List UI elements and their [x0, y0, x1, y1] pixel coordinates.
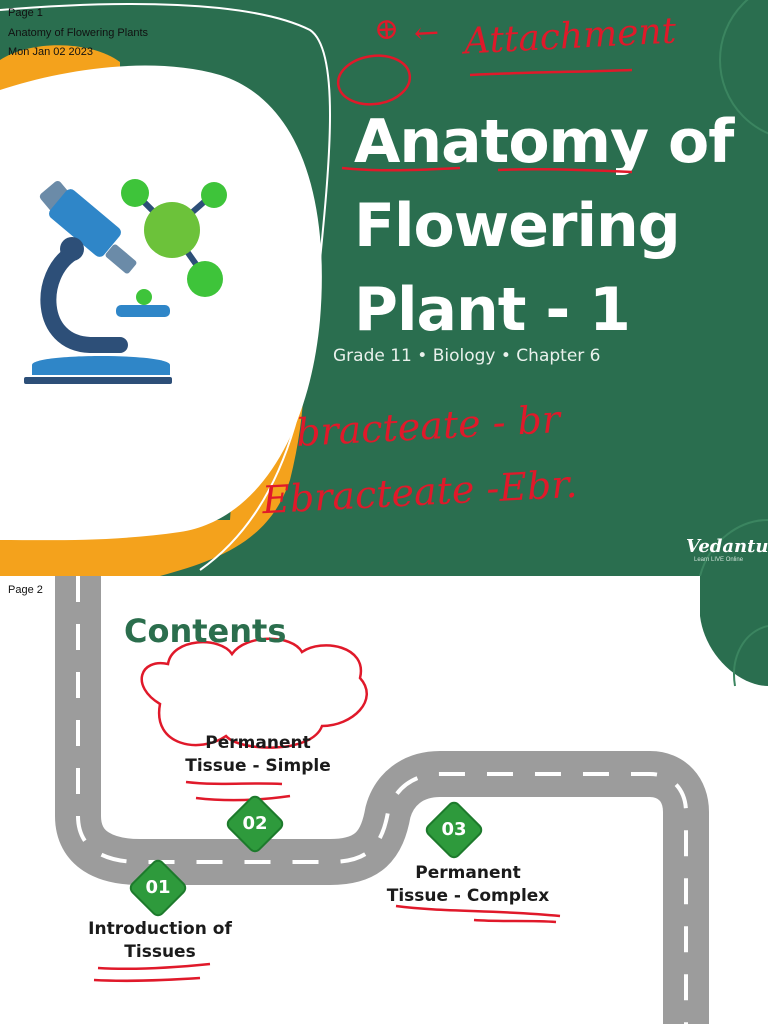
- slide-subtitle: Grade 11 • Biology • Chapter 6: [333, 346, 601, 366]
- vedantu-tagline: Learn LIVE Online: [694, 557, 744, 563]
- milestone-number: 01: [145, 877, 171, 898]
- page-label: Page 1: [8, 7, 43, 19]
- document-date: Mon Jan 02 2023: [8, 46, 94, 58]
- milestone-label-line: Tissues: [124, 942, 196, 962]
- slide-title: Anatomy of Flowering Plant - 1 Grade 11 …: [0, 0, 768, 576]
- title-line: Flowering: [354, 191, 681, 261]
- milestone-label-line: Introduction of: [88, 919, 232, 939]
- title-line: Plant - 1: [354, 275, 631, 345]
- microscope-icon: [24, 180, 172, 384]
- molecule-icon: [121, 179, 227, 297]
- roadmap-graphic: [55, 576, 768, 1024]
- contents-title: Contents: [124, 612, 287, 650]
- milestone-label-line: Tissue - Complex: [386, 886, 550, 906]
- milestone-number: 03: [441, 819, 467, 840]
- page-label: Page 2: [8, 584, 43, 596]
- milestone-label: Permanent Tissue - Complex: [376, 862, 560, 908]
- slide-background: [0, 0, 768, 576]
- handwritten-underlines: [336, 54, 633, 174]
- milestone-label: Introduction of Tissues: [80, 918, 240, 964]
- milestone-number: 02: [242, 813, 268, 834]
- milestone-label-line: Tissue - Simple: [185, 756, 331, 776]
- slide-title-text: Anatomy of Flowering Plant - 1: [354, 100, 734, 352]
- slide-contents: Contents 01 02 03 Introduction of Tissue…: [0, 576, 768, 1024]
- vedantu-logo: Vedantu: [686, 536, 768, 557]
- milestone-label-line: Permanent: [205, 733, 311, 753]
- milestone-label: Permanent Tissue - Simple: [168, 732, 348, 778]
- milestone-label-line: Permanent: [415, 863, 521, 883]
- document-name: Anatomy of Flowering Plants: [8, 27, 149, 39]
- title-line: Anatomy of: [354, 107, 734, 177]
